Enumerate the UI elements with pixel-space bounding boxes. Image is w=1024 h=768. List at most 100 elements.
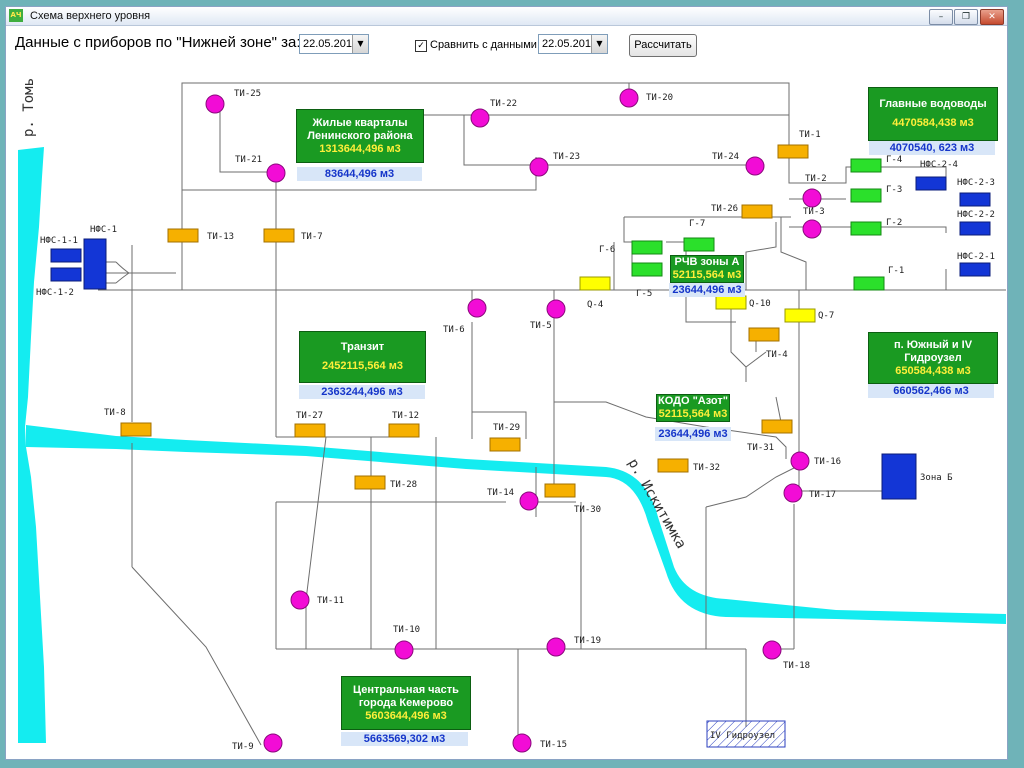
valve-g3[interactable] — [850, 188, 882, 203]
zone-b-block[interactable] — [881, 453, 917, 500]
valve-g6[interactable] — [631, 240, 663, 255]
meter-ti-24 — [745, 156, 765, 176]
meter-ti-1 — [777, 144, 809, 159]
zone-rchv-compare: 23644,496 м3 — [669, 283, 745, 297]
ti-6-label: ТИ-6 — [443, 325, 465, 335]
ti-14-label: ТИ-14 — [487, 488, 514, 498]
ti-4-label: ТИ-4 — [766, 350, 788, 360]
ti-18-label: ТИ-18 — [783, 661, 810, 671]
zone-rchv-title: РЧВ зоны А — [674, 256, 740, 268]
nfs-2-2-label: НФС-2-2 — [957, 210, 995, 220]
sensor-q4[interactable] — [579, 276, 611, 291]
ti-10-label: ТИ-10 — [393, 625, 420, 635]
zone-residential-compare: 83644,496 м3 — [297, 167, 422, 181]
valve-g5[interactable] — [631, 262, 663, 277]
data-date-picker[interactable]: 22.05.2010 ▼ — [299, 34, 369, 54]
sensor-q7[interactable] — [784, 308, 816, 323]
zone-south-title2: Гидроузел — [904, 351, 962, 364]
ti-15-label: ТИ-15 — [540, 740, 567, 750]
zone-south-box[interactable]: п. Южный и IV Гидроузел 650584,438 м3 — [868, 332, 998, 384]
compare-date-picker[interactable]: 22.05.2010 ▼ — [538, 34, 608, 54]
ti-7-label: ТИ-7 — [301, 232, 323, 242]
zone-rchv-box[interactable]: РЧВ зоны А 52115,564 м3 — [670, 255, 744, 283]
minimize-button[interactable]: – — [929, 9, 953, 25]
restore-button[interactable]: ❐ — [954, 9, 978, 25]
ti-8-label: ТИ-8 — [104, 408, 126, 418]
meter-ti-25 — [205, 94, 225, 114]
g1-label: Г-1 — [888, 266, 904, 276]
window-title: Схема верхнего уровня — [30, 10, 151, 22]
nfs-2-3-label: НФС-2-3 — [957, 178, 995, 188]
meter-ti-28 — [354, 475, 386, 490]
zone-rchv-value: 52115,564 м3 — [672, 269, 742, 281]
nfs-2-2-station[interactable] — [959, 221, 991, 236]
zone-center-box[interactable]: Центральная часть города Кемерово 560364… — [341, 676, 471, 730]
iv-hydro-block[interactable] — [706, 720, 786, 748]
chevron-down-icon[interactable]: ▼ — [352, 35, 368, 53]
nfs-2-1-label: НФС-2-1 — [957, 252, 995, 262]
nfs-1-station[interactable] — [83, 238, 107, 290]
sensor-q10[interactable] — [715, 295, 747, 310]
zone-transit-compare: 2363244,496 м3 — [299, 385, 425, 399]
close-icon: ✕ — [988, 12, 996, 22]
valve-g2[interactable] — [850, 221, 882, 236]
ti-32-label: ТИ-32 — [693, 463, 720, 473]
meter-ti-8 — [120, 422, 152, 437]
nfs-2-4-station[interactable] — [915, 176, 947, 191]
g5-label: Г-5 — [636, 289, 652, 299]
zone-kodo-box[interactable]: КОДО "Азот" 52115,564 м3 — [656, 394, 730, 422]
ti-29-label: ТИ-29 — [493, 423, 520, 433]
ti-27-label: ТИ-27 — [296, 411, 323, 421]
ti-25-label: ТИ-25 — [234, 89, 261, 99]
zone-main-box[interactable]: Главные водоводы 4470584,438 м3 — [868, 87, 998, 141]
ti-28-label: ТИ-28 — [390, 480, 417, 490]
valve-g4[interactable] — [850, 158, 882, 173]
zone-center-value: 5603644,496 м3 — [365, 709, 447, 722]
ti-21-label: ТИ-21 — [235, 155, 262, 165]
ti-11-label: ТИ-11 — [317, 596, 344, 606]
chevron-down-icon[interactable]: ▼ — [591, 35, 607, 53]
valve-g1[interactable] — [853, 276, 885, 291]
q4-label: Q-4 — [587, 300, 603, 310]
meter-ti-4 — [748, 327, 780, 342]
zone-center-title2: города Кемерово — [358, 696, 454, 709]
valve-g7[interactable] — [683, 237, 715, 252]
calculate-button[interactable]: Рассчитать — [629, 34, 697, 57]
river-tom-label: р. Томь — [21, 78, 37, 137]
compare-label: Сравнить с данными за: — [430, 39, 555, 51]
river-iskitimka — [26, 425, 1006, 624]
g7-label: Г-7 — [689, 219, 705, 229]
zone-south-title1: п. Южный и IV — [893, 338, 973, 351]
ti-2-label: ТИ-2 — [805, 174, 827, 184]
meter-ti-18 — [762, 640, 782, 660]
ti-22-label: ТИ-22 — [490, 99, 517, 109]
nfs-1-1-station[interactable] — [50, 248, 82, 263]
nfs-1-2-station[interactable] — [50, 267, 82, 282]
nfs-2-1-station[interactable] — [959, 262, 991, 277]
meter-ti-6 — [467, 298, 487, 318]
compare-checkbox[interactable]: ✓ — [415, 40, 427, 52]
iv-hydro-label: IV Гидроузел — [710, 731, 775, 741]
zone-transit-box[interactable]: Транзит 2452115,564 м3 — [299, 331, 426, 383]
zone-center-title1: Центральная часть — [353, 683, 459, 696]
meter-ti-32 — [657, 458, 689, 473]
meter-ti-3 — [802, 219, 822, 239]
zone-b-label: Зона Б — [920, 473, 953, 483]
zone-kodo-title: КОДО "Азот" — [658, 395, 728, 407]
meter-ti-15 — [512, 733, 532, 753]
close-button[interactable]: ✕ — [980, 9, 1004, 25]
data-date-label: Данные с приборов по "Нижней зоне" за: — [15, 34, 301, 51]
q7-label: Q-7 — [818, 311, 834, 321]
meter-ti-11 — [290, 590, 310, 610]
nfs-2-3-station[interactable] — [959, 192, 991, 207]
zone-kodo-value: 52115,564 м3 — [658, 408, 728, 420]
ti-5-label: ТИ-5 — [530, 321, 552, 331]
ti-9-label: ТИ-9 — [232, 742, 254, 752]
zone-south-value: 650584,438 м3 — [895, 364, 971, 377]
meter-ti-27 — [294, 423, 326, 438]
ti-16-label: ТИ-16 — [814, 457, 841, 467]
restore-icon: ❐ — [961, 12, 971, 22]
zone-residential-box[interactable]: Жилые кварталы Ленинского района 1313644… — [296, 109, 424, 163]
g2-label: Г-2 — [886, 218, 902, 228]
meter-ti-26 — [741, 204, 773, 219]
